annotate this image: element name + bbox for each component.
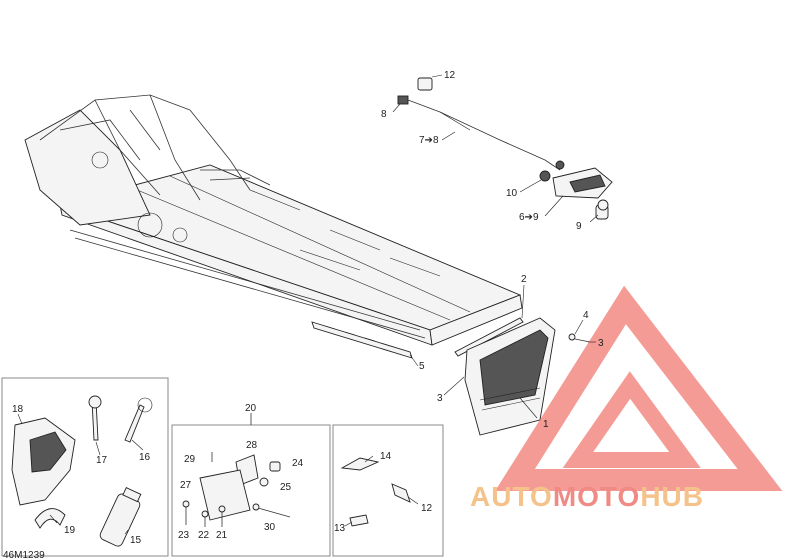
tools-group (11, 395, 153, 547)
label-7-8: 7➔8 (419, 135, 439, 146)
label-15: 15 (130, 535, 142, 546)
watermark-logo: AUTOMOTOHUB (470, 285, 783, 512)
label-25: 25 (280, 482, 292, 493)
label-16: 16 (139, 452, 151, 463)
label-19: 19 (64, 525, 76, 536)
label-3-left: 3 (437, 393, 443, 404)
connector-part (397, 95, 409, 105)
label-3-right: 3 (598, 338, 604, 349)
label-9: 9 (576, 221, 582, 232)
part-labels: 12 8 7➔8 10 6➔9 9 2 4 3 5 3 1 18 17 16 1… (3, 70, 604, 560)
grommet-part (539, 170, 551, 182)
diagram-code: 46M1239 (3, 550, 45, 560)
label-23: 23 (178, 530, 190, 541)
label-29: 29 (184, 454, 196, 465)
label-4: 4 (583, 310, 589, 321)
label-21: 21 (216, 530, 228, 541)
label-10: 10 (506, 188, 518, 199)
svg-text:AUTOMOTOHUB: AUTOMOTOHUB (470, 481, 704, 512)
clip-part (417, 77, 433, 91)
watermark-text-c: HUB (640, 481, 704, 512)
label-12-box: 12 (421, 503, 433, 514)
watermark-text-b: MOTO (553, 481, 640, 512)
tools-box (1, 377, 169, 557)
flap-bar (454, 317, 524, 357)
label-24: 24 (292, 458, 304, 469)
leader-lines (17, 74, 599, 535)
bracket-group (182, 413, 291, 527)
label-2: 2 (521, 274, 527, 285)
label-14: 14 (380, 451, 392, 462)
label-28: 28 (246, 440, 258, 451)
snow-flap (311, 317, 591, 436)
label-18: 18 (12, 404, 24, 415)
decal-group (340, 457, 411, 527)
label-13: 13 (334, 523, 346, 534)
label-22: 22 (198, 530, 210, 541)
label-27: 27 (180, 480, 192, 491)
label-6-9: 6➔9 (519, 212, 539, 223)
label-30: 30 (264, 522, 276, 533)
watermark-text-a: AUTO (470, 481, 553, 512)
label-12: 12 (444, 70, 456, 81)
tail-light-assembly (397, 77, 613, 220)
chassis-frame (24, 94, 523, 346)
label-5: 5 (419, 361, 425, 372)
label-1: 1 (543, 419, 549, 430)
decal-box (332, 424, 444, 557)
label-17: 17 (96, 455, 108, 466)
label-8: 8 (381, 109, 387, 120)
label-20: 20 (245, 403, 257, 414)
